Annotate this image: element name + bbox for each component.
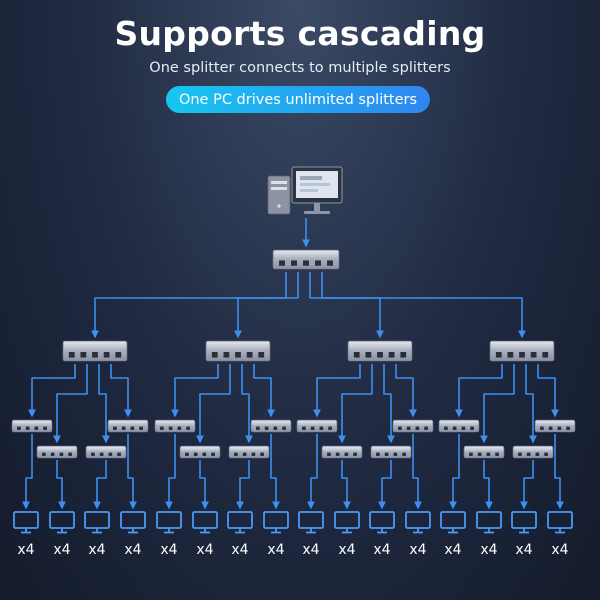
main-to-level1-line [234, 272, 299, 339]
level2-splitter [392, 419, 434, 433]
level1-to-level2-line [28, 364, 76, 418]
output-label: x4 [231, 542, 248, 558]
level2-to-monitor-line [127, 434, 137, 510]
connection-lines [22, 218, 564, 510]
monitor-icon [13, 511, 39, 534]
level2-to-monitor-line [554, 434, 564, 510]
level1-to-level2-line [395, 364, 417, 418]
level1-splitter [62, 340, 128, 362]
level1-to-level2-line [338, 364, 373, 444]
monitor-icon [263, 511, 289, 534]
level2-splitter [321, 445, 363, 459]
level2-splitter [179, 445, 221, 459]
level2-splitter [438, 419, 480, 433]
output-label: x4 [338, 542, 355, 558]
output-label: x4 [124, 542, 141, 558]
page-subtitle: One splitter connects to multiple splitt… [149, 60, 451, 76]
level1-to-level2-line [537, 364, 559, 418]
output-label: x4 [88, 542, 105, 558]
page-title: Supports cascading [114, 14, 486, 53]
level2-to-monitor-line [307, 434, 318, 510]
level1-splitter [205, 340, 271, 362]
level2-to-monitor-line [483, 460, 493, 510]
output-label: x4 [302, 542, 319, 558]
output-label: x4 [409, 542, 426, 558]
monitor-icon [192, 511, 218, 534]
level1-to-level2-line [196, 364, 231, 444]
level2-splitter [85, 445, 127, 459]
level2-splitter [534, 419, 576, 433]
output-labels: x4 x4 x4 x4 x4 x4 x4 x4 x4 x4 x4 x4 x4 x4 x4 x4 [17, 542, 568, 558]
level2-splitter [296, 419, 338, 433]
output-label: x4 [160, 542, 177, 558]
output-label: x4 [373, 542, 390, 558]
output-label: x4 [267, 542, 284, 558]
monitor-icon [476, 511, 502, 534]
level2-to-monitor-line [520, 460, 534, 510]
level2-to-monitor-line [270, 434, 280, 510]
monitor-icon [49, 511, 75, 534]
level1-to-level2-line [383, 364, 395, 444]
monitor-icon [511, 511, 537, 534]
level2-splitter [463, 445, 505, 459]
monitor-icon [298, 511, 324, 534]
monitor-icon [440, 511, 466, 534]
level2-splitter [154, 419, 196, 433]
main-splitter [272, 249, 340, 270]
level1-to-level2-line [480, 364, 515, 444]
monitor-icon [334, 511, 360, 534]
level2-to-monitor-line [199, 460, 209, 510]
level2-to-monitor-line [341, 460, 351, 510]
output-label: x4 [551, 542, 568, 558]
output-label: x4 [480, 542, 497, 558]
level2-splitter [107, 419, 149, 433]
level2-splitter [228, 445, 270, 459]
level2-to-monitor-line [412, 434, 422, 510]
monitor-icon [405, 511, 431, 534]
level1-to-level2-line [241, 364, 253, 444]
output-label: x4 [515, 542, 532, 558]
level1-to-level2-line [313, 364, 361, 418]
main-to-level1-line [309, 272, 384, 339]
level2-splitter [250, 419, 292, 433]
level2-to-monitor-line [56, 460, 66, 510]
level2-splitter [11, 419, 53, 433]
main-to-level1-line [321, 272, 526, 339]
level1-to-level2-line [455, 364, 503, 418]
level2-splitter [370, 445, 412, 459]
level2-to-monitor-line [236, 460, 250, 510]
level2-to-monitor-line [22, 434, 33, 510]
computer-icon [267, 166, 343, 215]
highlight-badge-text: One PC drives unlimited splitters [178, 91, 418, 108]
output-label: x4 [444, 542, 461, 558]
level1-to-level2-line [110, 364, 132, 418]
output-label: x4 [17, 542, 34, 558]
level2-to-monitor-line [93, 460, 107, 510]
output-label: x4 [53, 542, 70, 558]
monitor-icon [369, 511, 395, 534]
level2-splitter [36, 445, 78, 459]
level2-splitter [512, 445, 554, 459]
level1-splitter [489, 340, 555, 362]
device-layer [11, 166, 576, 534]
level1-to-level2-line [525, 364, 537, 444]
main-to-level1-line [91, 272, 287, 339]
monitor-icon [547, 511, 573, 534]
monitor-icon [156, 511, 182, 534]
level2-to-monitor-line [165, 434, 176, 510]
level1-to-level2-line [98, 364, 110, 444]
level1-to-level2-line [171, 364, 219, 418]
monitor-icon [120, 511, 146, 534]
highlight-badge: One PC drives unlimited splitters [166, 86, 430, 113]
monitor-icon [227, 511, 253, 534]
level1-to-level2-line [53, 364, 88, 444]
level2-to-monitor-line [378, 460, 392, 510]
level1-splitter [347, 340, 413, 362]
level1-to-level2-line [253, 364, 275, 418]
level2-to-monitor-line [449, 434, 460, 510]
monitor-icon [84, 511, 110, 534]
output-label: x4 [196, 542, 213, 558]
